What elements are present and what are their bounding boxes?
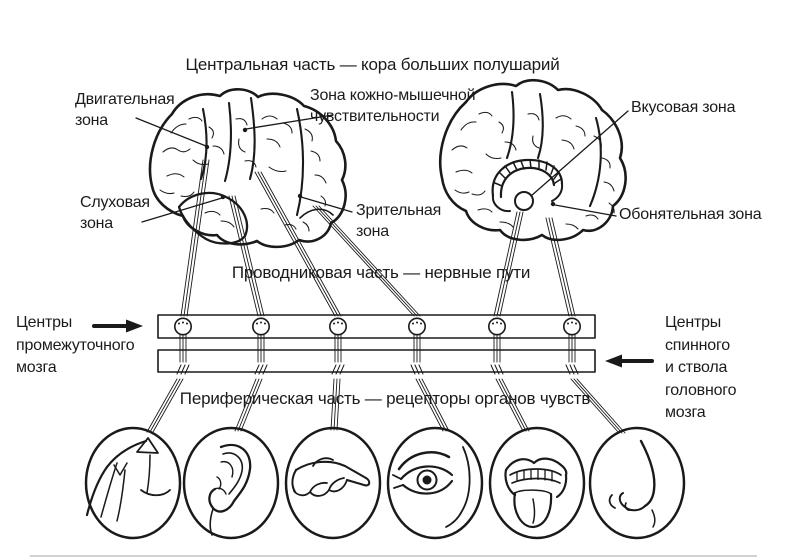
motor-zone-label: Двигательная зона: [75, 89, 175, 131]
label-line: зона: [356, 223, 389, 240]
olfactory-zone-label: Обонятельная зона: [619, 204, 762, 225]
taste-zone-target: [514, 191, 534, 211]
label-line: Зрительная: [356, 202, 442, 219]
auditory-zone-label: Слуховая зона: [80, 192, 150, 234]
label-line: мозга: [16, 359, 57, 376]
label-line: промежуточного: [16, 336, 135, 354]
leader-lines: [135, 110, 629, 223]
diencephalon-centers-label: Центры промежуточного мозга: [16, 312, 135, 380]
ear-icon: [208, 443, 252, 536]
brain-right: [438, 78, 627, 242]
receptor-ovals: [84, 426, 686, 540]
diencephalon-band: [157, 314, 596, 339]
arrow-left-icon: [605, 354, 654, 368]
label-line: мозга: [665, 404, 706, 421]
nerve-bundles-lower: [146, 378, 626, 434]
nerve-bundles-upper: [180, 159, 576, 317]
mouth-tongue-icon: [504, 457, 568, 529]
skin-muscle-zone-label: Зона кожно-мышечной чувствительности: [310, 85, 476, 127]
scan-edge-artifact: [30, 555, 757, 557]
label-line: головного: [665, 381, 737, 399]
band-hatch-ticks: [176, 364, 579, 375]
spinal-brainstem-centers-label: Центры спинного и ствола головного мозга: [665, 312, 736, 425]
taste-zone-label: Вкусовая зона: [631, 97, 735, 118]
brainstem-band: [157, 349, 596, 373]
label-line: Центры: [16, 314, 73, 331]
label-line: Обонятельная зона: [619, 206, 762, 223]
label-line: Вкусовая зона: [631, 99, 736, 116]
caption-conductive-part: Проводниковая часть — нервные пути: [231, 263, 531, 282]
caption-peripheral-part: Периферическая часть — рецепторы органов…: [179, 389, 591, 408]
label-line: зона: [75, 112, 108, 129]
label-line: Слуховая: [80, 194, 150, 211]
label-line: спинного: [665, 336, 730, 354]
label-line: зона: [80, 215, 113, 232]
neuron-circles: [174, 317, 581, 336]
shoulder-skin-muscle-icon: [85, 437, 171, 522]
label-line: чувствительности: [310, 108, 440, 125]
label-line: Двигательная: [75, 91, 175, 108]
arrow-right-icon: [92, 319, 143, 333]
brain-left: [148, 88, 347, 249]
nose-icon: [608, 439, 656, 528]
leader-dots: [204, 127, 556, 207]
eye-icon: [392, 446, 471, 528]
brain-left-gyri: [159, 115, 327, 232]
label-line: Центры: [665, 314, 722, 331]
caption-central-part: Центральная часть — кора больших полушар…: [185, 55, 560, 74]
nerve-bundles-mid: [179, 334, 576, 363]
visual-zone-label: Зрительная зона: [356, 200, 441, 242]
pointing-hand-icon: [291, 457, 371, 497]
label-line: Зона кожно-мышечной: [310, 87, 476, 104]
neuron-dots: [178, 321, 577, 325]
label-line: и ствола: [665, 359, 728, 376]
brain-right-gyri: [451, 111, 615, 230]
